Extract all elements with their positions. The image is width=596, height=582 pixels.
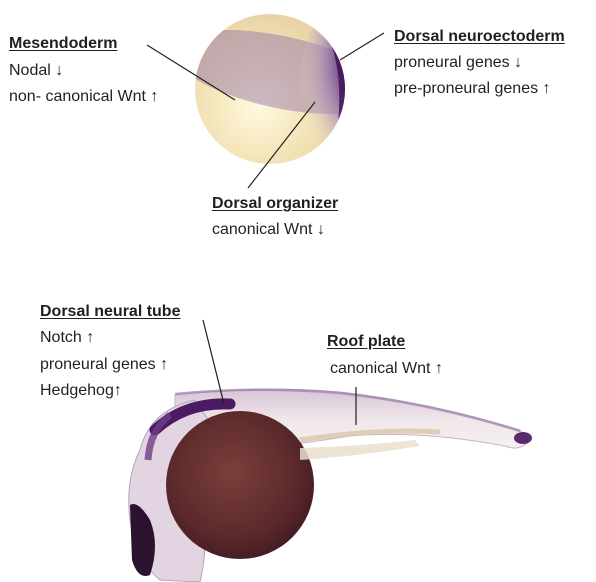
yolk-ball	[166, 411, 314, 559]
gastrula-embryo	[165, 10, 395, 164]
organizer-line-1: canonical Wnt ↓	[212, 222, 325, 238]
neural-tube-line-1: Notch ↑	[40, 330, 94, 346]
roof-plate-line-1: canonical Wnt ↑	[330, 361, 443, 377]
neuroectoderm-leader-line	[340, 33, 384, 60]
neural-tube-line-2: proneural genes ↑	[40, 357, 168, 373]
neuroectoderm-line-1: proneural genes ↓	[394, 55, 522, 71]
mesendoderm-line-1: Nodal ↓	[9, 63, 63, 79]
neuroectoderm-title: Dorsal neuroectoderm	[394, 29, 565, 45]
zebrafish-embryo	[129, 389, 532, 582]
tail-tip-stain	[514, 432, 532, 444]
mesendoderm-title: Mesendoderm	[9, 36, 117, 52]
mesendoderm-line-2: non- canonical Wnt ↑	[9, 89, 158, 105]
organizer-title: Dorsal organizer	[212, 196, 338, 212]
roof-plate-title: Roof plate	[327, 334, 405, 350]
yolk-extension	[300, 440, 420, 460]
neural-tube-title: Dorsal neural tube	[40, 304, 180, 320]
neural-tube-line-3: Hedgehog↑	[40, 383, 122, 399]
neuroectoderm-line-2: pre-proneural genes ↑	[394, 81, 551, 97]
